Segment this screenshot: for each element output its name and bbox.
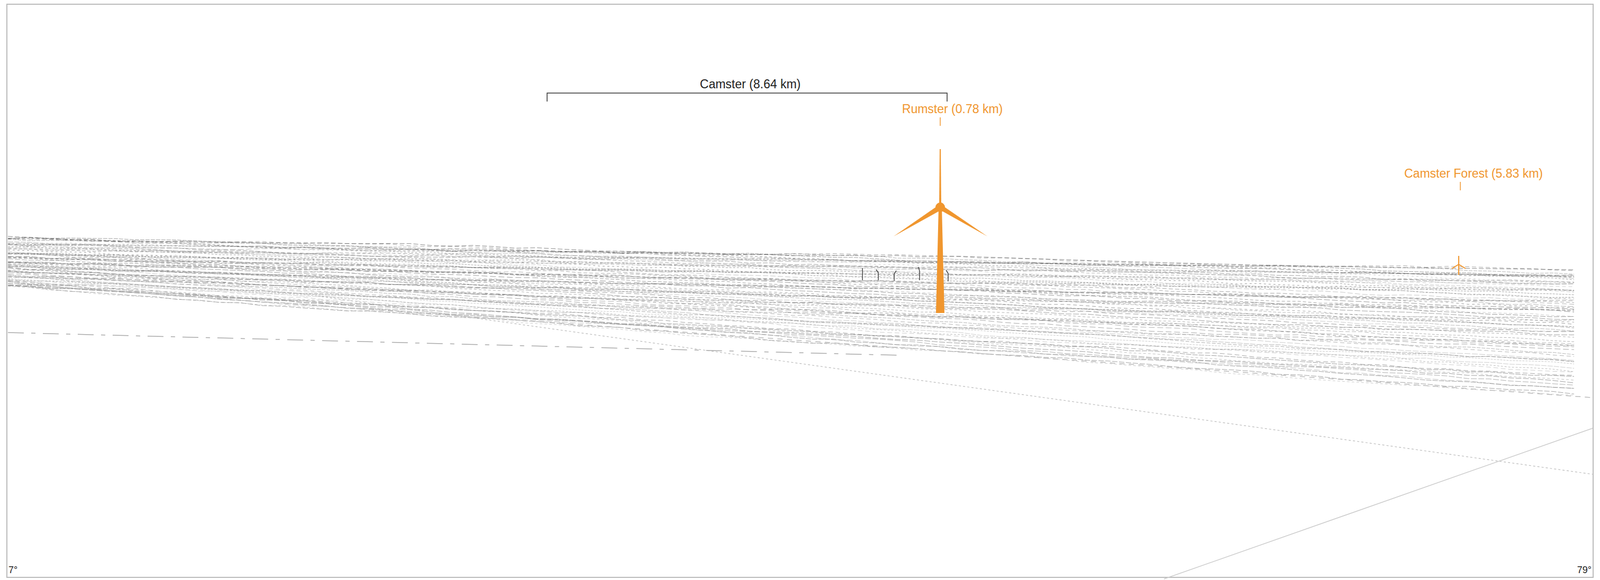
terrain-line xyxy=(7,283,1593,398)
terrain-contour xyxy=(7,285,1575,386)
leader-line xyxy=(939,117,941,126)
terrain-contour xyxy=(7,271,1575,348)
terrain-contour xyxy=(7,256,1575,309)
terrain-contour xyxy=(7,277,1575,358)
terrain-contour xyxy=(7,285,1575,384)
terrain-contour xyxy=(7,282,1575,378)
terrain-line xyxy=(317,296,1593,475)
terrain-contour xyxy=(7,271,1575,346)
terrain-contour xyxy=(7,276,1575,362)
distance-label: Rumster (0.78 km) xyxy=(902,102,1003,116)
bearing-label: 79° xyxy=(1577,565,1592,577)
terrain-line xyxy=(1164,428,1593,580)
bearing-label: 7° xyxy=(8,565,18,577)
terrain-contour xyxy=(7,268,1575,336)
terrain-contour xyxy=(7,267,1575,332)
terrain-contour xyxy=(7,286,1575,396)
terrain-contour xyxy=(7,250,1575,292)
wind-turbine-small xyxy=(1451,256,1466,276)
leader-line xyxy=(1459,182,1461,191)
wind-turbine xyxy=(893,149,988,314)
terrain-contour xyxy=(7,281,1575,381)
terrain-contour xyxy=(7,284,1575,389)
distance-label: Camster Forest (5.83 km) xyxy=(1404,166,1543,181)
terrain-contour xyxy=(7,271,1575,344)
terrain-contour xyxy=(7,270,1575,338)
frame xyxy=(6,4,1594,578)
bracket xyxy=(547,93,948,102)
distant-turbines xyxy=(862,267,949,282)
terrain-contour xyxy=(7,238,1575,276)
distance-label: Camster (8.64 km) xyxy=(700,77,801,92)
terrain-contour xyxy=(7,277,1575,362)
terrain-wireframe xyxy=(7,236,1575,396)
terrain-contour xyxy=(7,275,1575,361)
terrain-line xyxy=(7,332,900,356)
terrain-contour xyxy=(7,280,1575,376)
terrain-contour xyxy=(7,270,1575,347)
terrain-contour xyxy=(7,283,1575,389)
terrain-contour xyxy=(7,275,1575,356)
terrain-contour xyxy=(7,279,1575,372)
terrain-contour xyxy=(7,267,1575,332)
terrain-contour xyxy=(7,279,1575,372)
